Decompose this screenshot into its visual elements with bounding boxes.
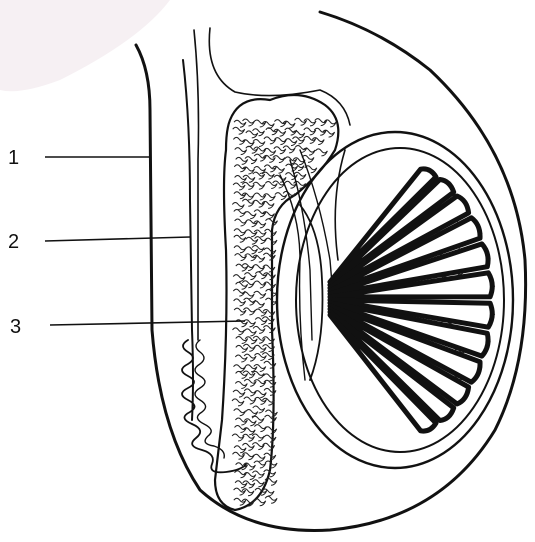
label-2: 2 <box>8 231 19 253</box>
label-3: 3 <box>10 316 21 338</box>
label-1: 1 <box>8 147 19 169</box>
